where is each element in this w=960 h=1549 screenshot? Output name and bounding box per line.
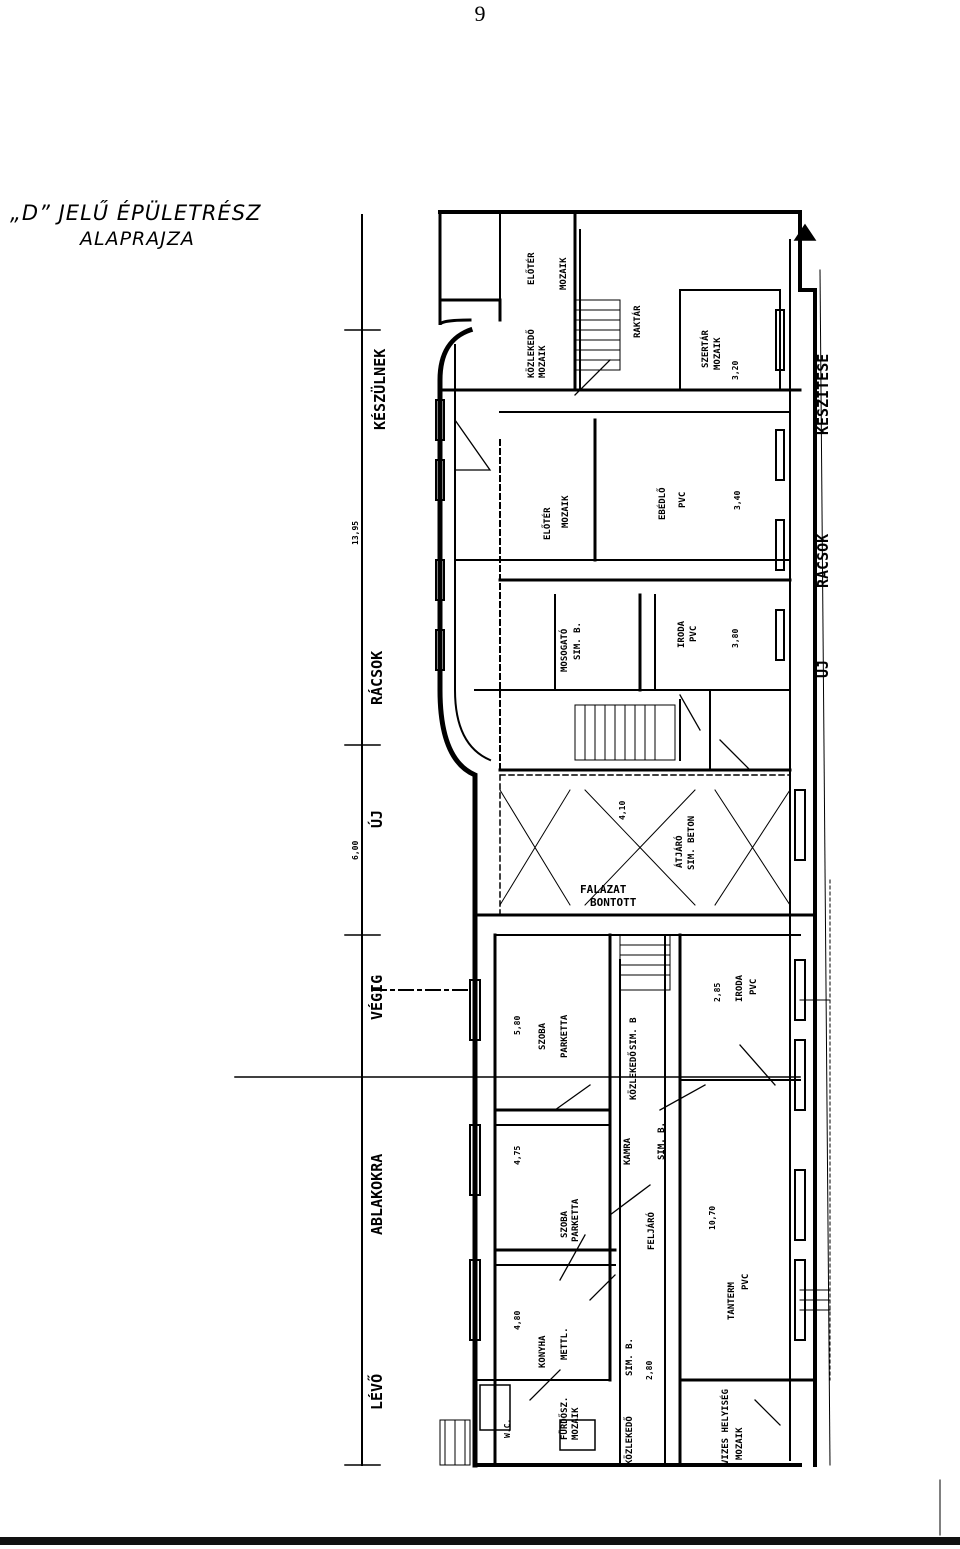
dimension-1: 13,95 bbox=[351, 521, 360, 545]
plan-title-line-2: ALAPRAJZA bbox=[80, 228, 195, 250]
dimension-6: 2,85 bbox=[713, 983, 722, 1002]
room-eloter-1-floor: MOZAIK bbox=[559, 257, 569, 290]
passage-area bbox=[499, 774, 791, 916]
dimension-3: 3,40 bbox=[733, 491, 742, 510]
windows-left bbox=[435, 399, 481, 1341]
dimension-8: 10,70 bbox=[708, 1206, 717, 1230]
dimension-5: 4,75 bbox=[513, 1146, 522, 1165]
room-atjaro-floor: SIM. BETON bbox=[687, 816, 697, 870]
room-iroda-2-floor: PVC bbox=[749, 979, 759, 995]
dimension-9: 3,80 bbox=[731, 629, 740, 648]
outer-wall-left bbox=[437, 326, 478, 1468]
dimension-10: 2,80 bbox=[645, 1361, 654, 1380]
room-szoba-2-floor: PARKETTA bbox=[571, 1198, 581, 1242]
room-kozlekedo-1-floor: MOZAIK bbox=[538, 345, 548, 378]
label-keszulnek: KÉSZÜLNEK bbox=[370, 349, 389, 430]
label-falazat: FALAZAT bbox=[580, 883, 627, 896]
plan-title: „D” JELŰ ÉPÜLETRÉSZ ALAPRAJZA bbox=[10, 200, 262, 252]
room-szertar-floor: MOZAIK bbox=[713, 337, 723, 370]
room-vizes: VIZES HELYISÉG bbox=[719, 1389, 731, 1465]
room-kozlekedo-2-floor: SIM. B bbox=[629, 1017, 639, 1050]
room-eloter-1: ELŐTÉR bbox=[525, 252, 537, 285]
dimension-4: 5,80 bbox=[513, 1016, 522, 1035]
room-tanterem-floor: PVC bbox=[741, 1274, 751, 1290]
label-racsok-right: RÁCSOK bbox=[813, 534, 832, 588]
room-iroda-1: IRODA bbox=[677, 620, 687, 648]
dimension-2: 6,00 bbox=[351, 841, 360, 860]
room-kamra-floor: SIM. B. bbox=[657, 1122, 667, 1160]
dimension-12: 4,10 bbox=[618, 801, 627, 820]
plan-title-line-1: „D” JELŰ ÉPÜLETRÉSZ bbox=[10, 201, 262, 225]
label-bontott: BONTOTT bbox=[590, 896, 637, 909]
page-bottom-rule bbox=[0, 1537, 960, 1545]
label-ablakokra: ABLAKOKRA bbox=[368, 1154, 386, 1235]
room-mosogato: MOSOGATÓ bbox=[558, 628, 570, 672]
stairs-middle bbox=[619, 934, 671, 991]
room-konyha: KONYHA bbox=[538, 1335, 548, 1368]
page-number: 9 bbox=[474, 1, 486, 26]
label-levo: LÉVŐ bbox=[366, 1374, 386, 1410]
room-szoba-1: SZOBA bbox=[538, 1022, 548, 1050]
room-kamra: KAMRA bbox=[623, 1137, 633, 1165]
room-furdoszoba: FÜRDŐSZ. bbox=[559, 1397, 570, 1440]
room-iroda-1-floor: PVC bbox=[689, 626, 699, 642]
room-szoba-1-floor: PARKETTA bbox=[560, 1014, 570, 1058]
label-keszitese: KÉSZÍTÉSE bbox=[813, 354, 832, 435]
room-wc: W.C. bbox=[503, 1419, 512, 1438]
room-vizes-floor: MOZAIK bbox=[735, 1427, 745, 1460]
room-kozlekedo-3: KÖZLEKEDŐ bbox=[624, 1416, 635, 1465]
room-szertar: SZERTÁR bbox=[699, 329, 711, 368]
room-kozlekedo-1: KÖZLEKEDŐ bbox=[526, 329, 537, 378]
label-vegig: VÉGIG bbox=[367, 975, 386, 1020]
door-swings bbox=[454, 359, 781, 1426]
room-feljaro: FELJÁRÓ bbox=[645, 1211, 657, 1250]
label-uj-right: ÚJ bbox=[813, 660, 832, 678]
label-uj: ÚJ bbox=[367, 810, 386, 828]
room-konyha-floor: METTL. bbox=[560, 1327, 570, 1360]
room-tanterem: TANTERM bbox=[727, 1281, 737, 1320]
bath-fixture bbox=[479, 1384, 511, 1431]
dimension-11: 4,80 bbox=[513, 1311, 522, 1330]
room-iroda-2: IRODA bbox=[735, 974, 745, 1002]
room-mosogato-floor: SIM. B. bbox=[573, 622, 583, 660]
room-ebedlo-floor: PVC bbox=[678, 492, 688, 508]
room-raktar: RAKTÁR bbox=[631, 305, 643, 338]
stairs-upper-left bbox=[574, 299, 621, 371]
room-sim-b: SIM. B. bbox=[625, 1338, 635, 1376]
room-furdoszoba-floor: MOZAIK bbox=[571, 1407, 581, 1440]
label-racsok: RÁCSOK bbox=[367, 651, 386, 705]
room-atjaro: ÁTJÁRÓ bbox=[673, 835, 685, 868]
room-kozlekedo-2: KÖZLEKEDŐ bbox=[628, 1051, 639, 1100]
room-eloter-2-floor: MOZAIK bbox=[561, 495, 571, 528]
stairs-top bbox=[574, 704, 676, 761]
room-eloter-2: ELŐTÉR bbox=[541, 507, 553, 540]
room-ebedlo: EBÉDLŐ bbox=[656, 487, 668, 520]
outer-wall-right bbox=[798, 210, 817, 1467]
dimension-7: 3,20 bbox=[731, 361, 740, 380]
room-szoba-2: SZOBA bbox=[560, 1210, 570, 1238]
